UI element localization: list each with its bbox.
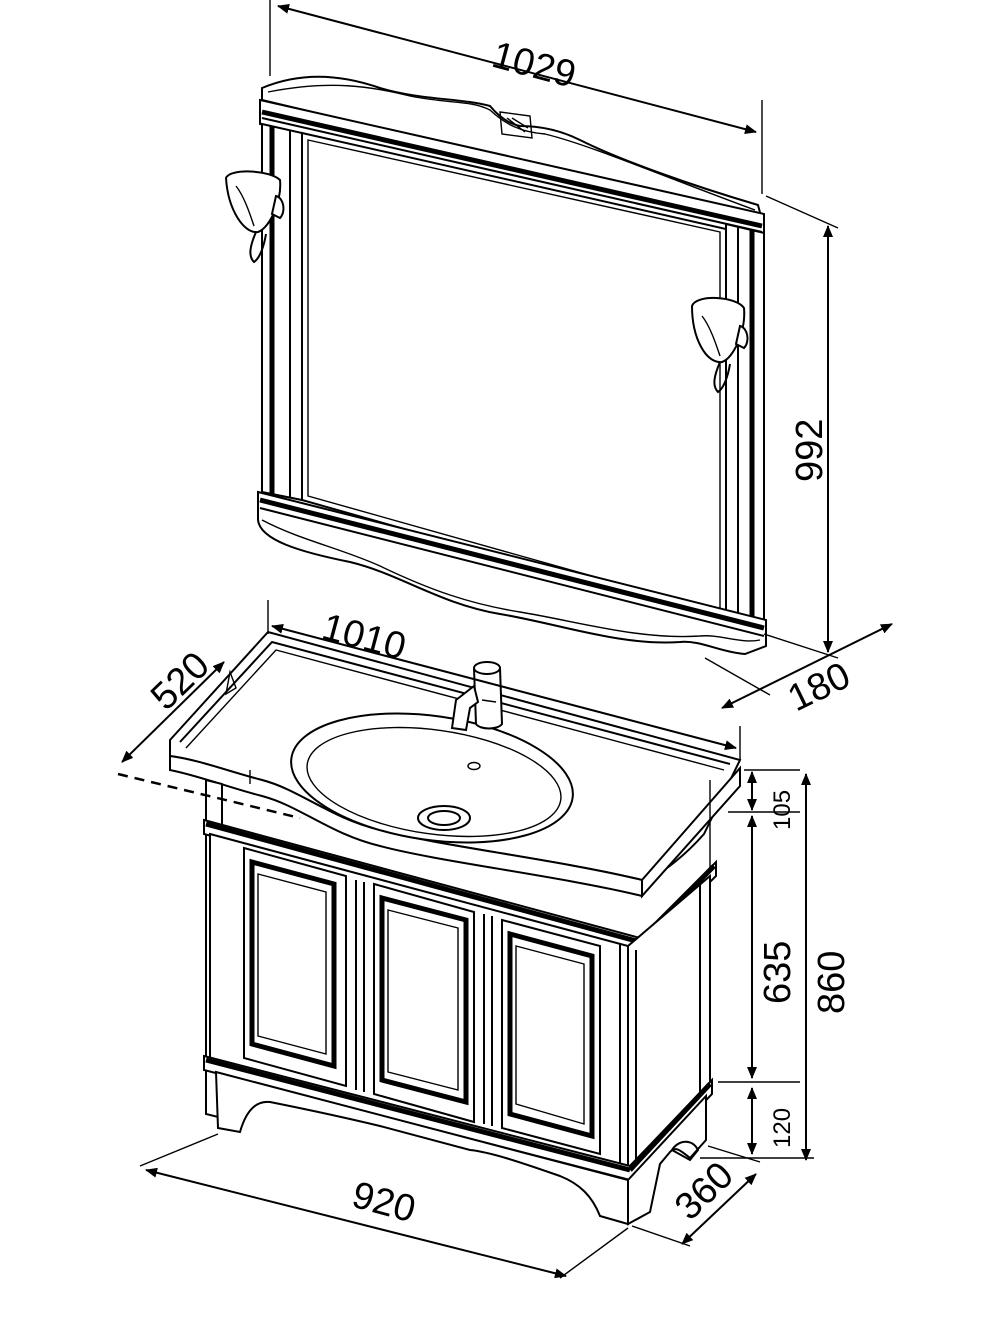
dim-line-mirror-depth: [721, 623, 893, 709]
door-left: [243, 846, 347, 1088]
label-cabinet-height: 635: [757, 941, 799, 1004]
label-leg-height: 120: [769, 1108, 796, 1148]
dim-line-top-depth: [121, 661, 225, 763]
mirror-right-pillar: [725, 222, 765, 634]
plinth: [214, 1070, 629, 1226]
mirror: [224, 75, 767, 656]
cabinet: [203, 778, 717, 1226]
label-cabinet-depth: 360: [667, 1154, 742, 1228]
label-cabinet-width: 920: [348, 1174, 420, 1231]
dim-line-top-width: [271, 623, 737, 751]
dim-line-mirror-width: [277, 3, 757, 135]
overflow-hole: [467, 761, 481, 771]
label-mirror-height: 992: [789, 419, 831, 482]
label-mirror-width: 1029: [488, 34, 581, 96]
left-wall-lamp: [224, 170, 285, 264]
dim-line-cabinet-depth: [681, 1173, 757, 1245]
label-top-thickness: 105: [769, 790, 796, 830]
door-center: [373, 882, 475, 1124]
dim-line-cabinet-width: [145, 1167, 567, 1279]
right-wall-lamp: [690, 296, 749, 394]
label-mirror-depth: 180: [782, 655, 857, 721]
door-right: [501, 918, 601, 1156]
label-total-height: 860: [811, 951, 853, 1014]
drain: [417, 805, 471, 831]
dimension-lines: [117, 0, 893, 1279]
